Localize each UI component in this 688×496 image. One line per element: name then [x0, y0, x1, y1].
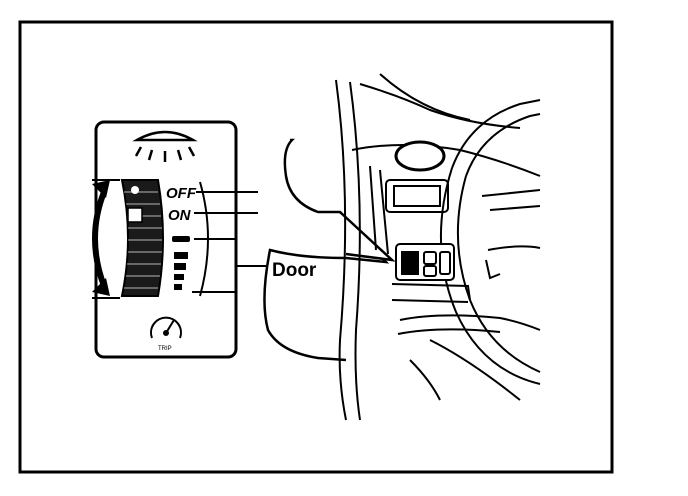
dial-gauge-icon: [150, 316, 182, 339]
callout-bubble: [263, 138, 390, 362]
dimmer-level-bars: [172, 236, 190, 290]
thumbwheel: [120, 179, 164, 297]
rotation-arrow: [92, 179, 120, 299]
dial-icon-text: TRIP: [158, 346, 172, 352]
off-label: OFF: [166, 185, 197, 202]
callout-pointer: [339, 211, 396, 262]
dome-light-icon: [132, 130, 198, 162]
door-label: Door: [272, 260, 317, 281]
switch-panel: OFF ON TRIP: [92, 120, 266, 359]
dashboard-sketch: [335, 73, 541, 421]
on-label: ON: [168, 207, 192, 224]
leader-lines: [192, 191, 266, 293]
